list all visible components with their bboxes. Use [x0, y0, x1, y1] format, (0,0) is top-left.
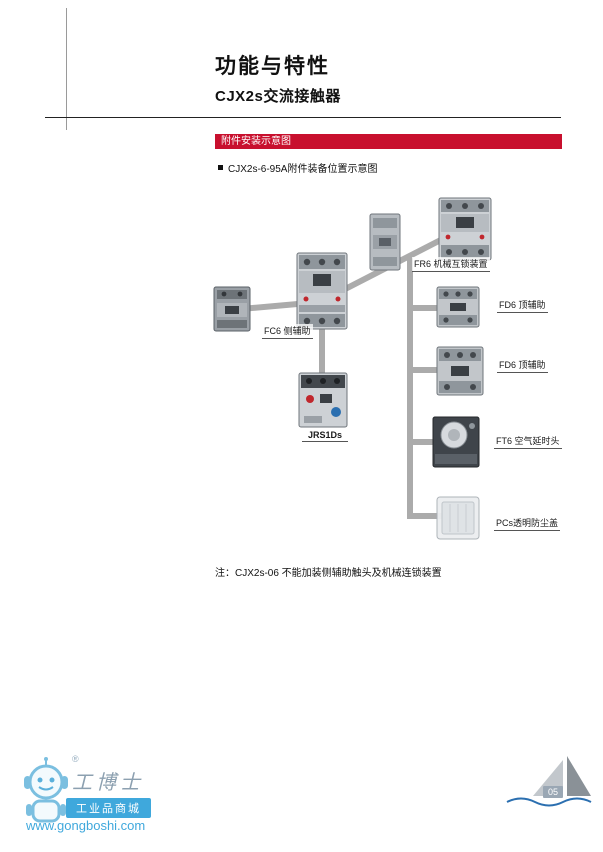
- sail-graphic: [506, 756, 592, 807]
- fc6-label: FC6 侧辅助: [262, 324, 313, 339]
- fd6-device-1-image: [436, 286, 480, 328]
- fc6-device-image: [213, 286, 251, 332]
- pcs-device-image: [436, 496, 480, 540]
- jrs1ds-device-image: [298, 372, 348, 428]
- ft6-device-image: [432, 416, 480, 468]
- page-title: 功能与特性: [215, 55, 330, 78]
- interlock-device-image: [369, 213, 401, 271]
- footer-brand-block: ® 工博士 工业品商城 www.gongboshi.com: [20, 754, 200, 846]
- page-number-badge: 05: [543, 786, 564, 798]
- fr6-label: FR6 机械互锁装置: [412, 257, 490, 272]
- website-text: www.gongboshi.com: [26, 818, 146, 833]
- bullet-item: CJX2s-6-95A附件装备位置示意图: [218, 160, 377, 175]
- bullet-square-icon: [218, 165, 223, 170]
- main-contactor-image: [296, 252, 348, 330]
- note-text: 注：CJX2s-06 不能加装侧辅助触头及机械连锁装置: [215, 568, 442, 579]
- top-left-rule: [66, 8, 67, 130]
- brand-name: 工博士: [72, 770, 144, 794]
- pcs-label: PCs透明防尘盖: [494, 516, 561, 531]
- fd6-label-2: FD6 顶辅助: [497, 358, 548, 373]
- jrs1ds-label: JRS1Ds: [302, 430, 348, 442]
- registered-mark: ®: [72, 754, 79, 764]
- fd6-label-1: FD6 顶辅助: [497, 298, 548, 313]
- robot-mascot-icon: [24, 757, 68, 823]
- fd6-device-2-image: [436, 346, 484, 396]
- ft6-label: FT6 空气延时头: [494, 434, 562, 449]
- bullet-text: CJX2s-6-95A附件装备位置示意图: [228, 164, 378, 175]
- top-contactor-image: [438, 197, 492, 261]
- page-subtitle: CJX2s交流接触器: [215, 88, 341, 105]
- brand-tagline-badge: 工业品商城: [66, 798, 151, 818]
- section-banner: 附件安装示意图: [215, 134, 562, 149]
- title-divider: [45, 117, 561, 118]
